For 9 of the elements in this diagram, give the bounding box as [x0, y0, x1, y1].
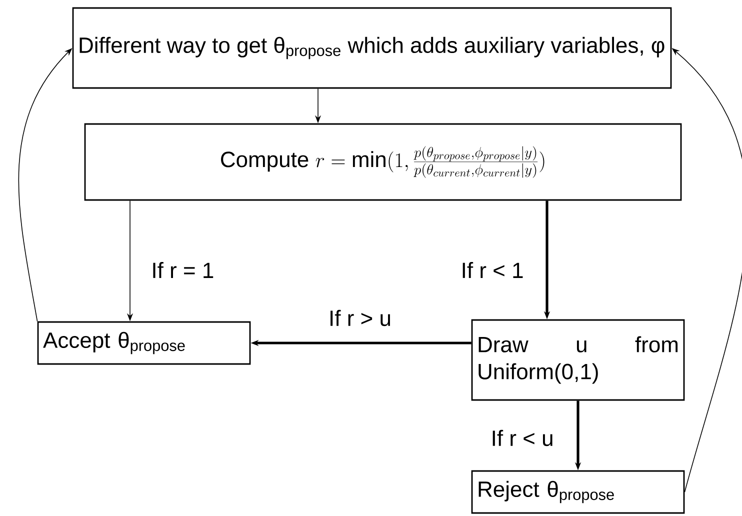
edge-label: If r < u: [490, 428, 555, 448]
process-box: Compute $r = \min(1, \frac{p(\theta_{propose},\phi_{propose}|y)}{p(\theta_{current},\phi_{current}|y)})$: [84, 123, 682, 201]
process-box: Accept θ$_{propose}$: [37, 321, 251, 365]
process-box: Different way to get θ$_{propose}$ which adds auxiliary variables, φ: [72, 7, 672, 89]
process-box: Draw u from Uniform(0,1): [471, 319, 685, 401]
edge-label: If r = 1: [150, 261, 216, 279]
process-box: Reject θ$_{propose}$: [471, 470, 685, 514]
edge-label: If r > u: [328, 308, 392, 328]
edge-label: If r < 1: [460, 261, 525, 279]
